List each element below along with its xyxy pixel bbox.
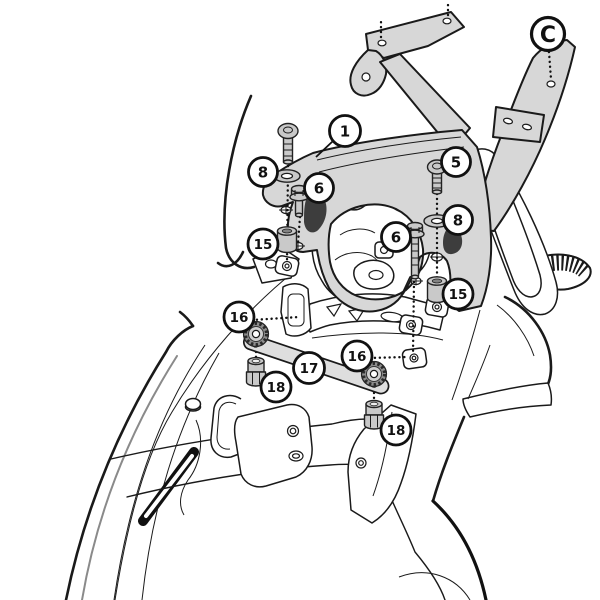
tail-seam-2	[467, 344, 491, 400]
callout-15-right: 15	[441, 277, 475, 311]
callout-8-right: 8	[442, 204, 474, 236]
callout-16-left: 16	[222, 300, 256, 334]
callout-18-left-label: 18	[267, 380, 286, 396]
rack-right-arm	[472, 39, 576, 232]
callout-8-left: 8	[247, 156, 279, 188]
fairing-crease-3	[180, 419, 202, 516]
mount-pad-left	[274, 255, 300, 277]
callouts: 1 5 6 6 8 8 15 15	[222, 15, 567, 447]
callout-18-left: 18	[259, 370, 293, 404]
callout-6-right: 6	[380, 221, 412, 253]
flat-washer-left	[273, 169, 301, 183]
seat-cowl-edge	[223, 94, 256, 270]
plate-hole-left-upper	[279, 205, 293, 215]
callout-17-label: 17	[300, 361, 319, 377]
callout-6-left: 6	[303, 172, 335, 204]
motorcycle-bodywork	[64, 94, 592, 600]
rack-left-arm	[349, 11, 471, 151]
fairing-crease-1	[113, 344, 206, 600]
callout-18-right-label: 18	[387, 423, 406, 439]
flanged-bolt-left	[289, 184, 309, 218]
tail-right-edge	[503, 295, 553, 386]
button-head-screw-left	[277, 122, 299, 165]
position-c-label: C	[540, 23, 556, 48]
callout-6-left-label: 6	[314, 180, 324, 198]
callout-1: 1	[328, 114, 362, 148]
callout-6-right-label: 6	[391, 229, 401, 247]
callout-15-right-label: 15	[449, 287, 468, 303]
callout-1-leader	[315, 140, 334, 158]
callout-15-left: 15	[246, 227, 280, 261]
mount-pad-right-lower	[398, 314, 424, 336]
fairing-crease-2	[141, 352, 220, 600]
callout-18-right: 18	[379, 413, 413, 447]
hex-spacer-right	[363, 399, 385, 430]
mount-tab-bar-right	[401, 347, 428, 370]
vent-slot	[138, 447, 199, 526]
callout-16-right-label: 16	[348, 349, 367, 365]
tail-seam-3	[451, 309, 481, 401]
tail-blade	[462, 382, 553, 418]
fairing-edge-hook	[178, 310, 195, 328]
tail-seam-1	[496, 304, 535, 357]
callout-8-left-label: 8	[258, 164, 268, 182]
tail-lower-edge	[431, 415, 466, 503]
seat-latch-bracket	[210, 394, 313, 488]
callout-5: 5	[440, 146, 472, 178]
callout-8-right-label: 8	[453, 212, 463, 230]
fairing-edge-left	[64, 324, 195, 600]
casting-kidney-hole	[353, 259, 395, 290]
callout-15-left-label: 15	[254, 237, 273, 253]
plate-flange-dark-left	[304, 195, 327, 233]
callout-16-left-label: 16	[230, 310, 249, 326]
rear-wheel-arc	[431, 499, 488, 600]
fasteners	[242, 122, 451, 430]
casting-left-leg	[280, 283, 312, 337]
seat-cowl-hook	[216, 250, 245, 268]
rubber-bumper-left	[184, 397, 202, 412]
callout-1-label: 1	[340, 123, 350, 141]
fairing-trim-line	[81, 355, 178, 600]
spacer-bushing-left	[276, 226, 298, 254]
callout-5-label: 5	[451, 154, 461, 172]
position-c-badge: C	[529, 15, 567, 53]
fender-inner-arc	[398, 572, 471, 600]
callout-16-right: 16	[340, 339, 374, 373]
callout-17: 17	[292, 351, 326, 385]
